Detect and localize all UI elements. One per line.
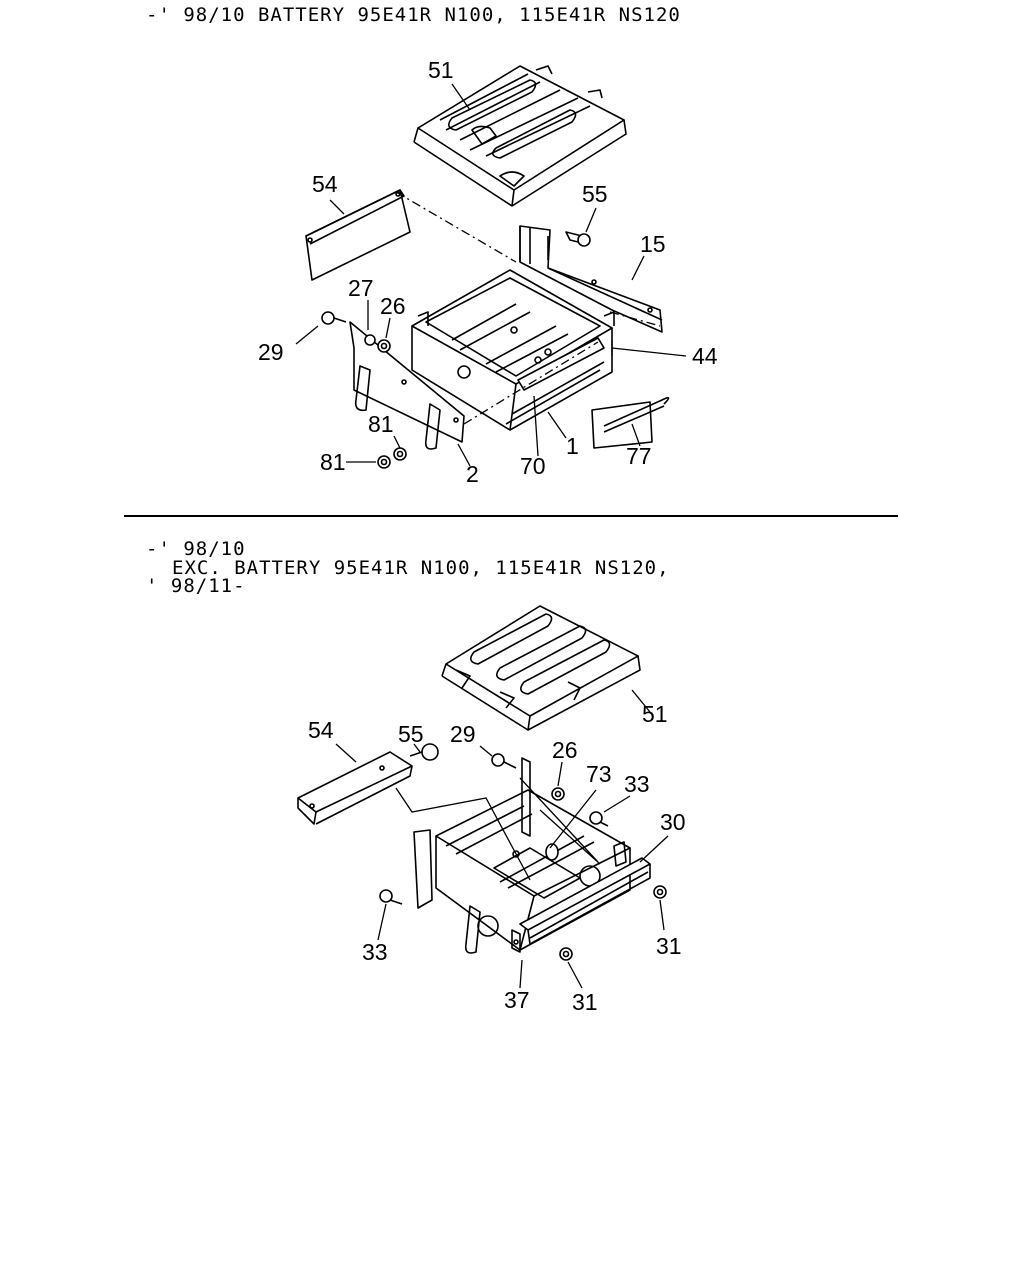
fastener-nut-31a: [653, 885, 667, 899]
bracket-15: [519, 225, 663, 333]
fastener-bolt-55b: [409, 743, 439, 761]
callout-81a-d1: 81: [368, 411, 394, 437]
fastener-nut-31b: [559, 947, 573, 961]
rail-30: [519, 841, 651, 945]
fastener-bolt-33b: [379, 889, 403, 905]
fastener-bolt-33a: [589, 811, 609, 827]
fastener-73: [545, 843, 559, 861]
callout-77-d1: 77: [626, 443, 652, 469]
fastener-bolt-29b: [491, 753, 517, 769]
fastener-nut-26: [377, 339, 391, 353]
callout-81b-d1: 81: [320, 449, 346, 475]
callout-31a-d2: 31: [656, 933, 682, 959]
bracket-2: [349, 321, 465, 450]
callout-1-d1: 1: [566, 433, 579, 459]
diagram1-header: -' 98/10 BATTERY 95E41R N100, 115E41R NS…: [146, 4, 681, 26]
battery-cover-2: [441, 605, 641, 731]
fastener-27: [364, 334, 376, 346]
diagram2-header-line3: ' 98/11-: [146, 575, 246, 597]
callout-44-d1: 44: [692, 343, 718, 369]
hook-bolt-77: [591, 396, 670, 449]
fastener-bolt-55: [565, 231, 591, 247]
battery-cover-1: [413, 65, 627, 207]
callout-2-d1: 2: [466, 461, 479, 487]
callout-55-d1: 55: [582, 181, 608, 207]
diagram2-header-line1: -' 98/10: [146, 538, 246, 560]
fastener-bolt-29: [321, 311, 347, 325]
callout-26-d2: 26: [552, 737, 578, 763]
cover-plate-54b: [297, 751, 413, 825]
callout-51-d2: 51: [642, 701, 668, 727]
callout-33a-d2: 33: [624, 771, 650, 797]
callout-15-d1: 15: [640, 231, 666, 257]
callout-73-d2: 73: [586, 761, 612, 787]
callout-33b-d2: 33: [362, 939, 388, 965]
diagram2-header-line2: EXC. BATTERY 95E41R N100, 115E41R NS120,: [172, 557, 670, 579]
callout-37-d2: 37: [504, 987, 530, 1013]
callout-27-d1: 27: [348, 275, 374, 301]
callout-51-d1: 51: [428, 57, 454, 83]
cover-plate-54: [305, 189, 411, 281]
diagram2-drawing: [297, 605, 669, 989]
callout-70-d1: 70: [520, 453, 546, 479]
fastener-nut-81b: [377, 455, 391, 469]
callout-29-d2: 29: [450, 721, 476, 747]
callout-30-d2: 30: [660, 809, 686, 835]
callout-26-d1: 26: [380, 293, 406, 319]
callout-31b-d2: 31: [572, 989, 598, 1015]
callout-54-d2: 54: [308, 717, 334, 743]
callout-55-d2: 55: [398, 721, 424, 747]
battery-tray-37: [413, 757, 631, 954]
fastener-nut-81a: [393, 447, 407, 461]
battery-tray-1: [411, 269, 615, 431]
diagram1-drawing: [295, 65, 687, 469]
callout-54-d1: 54: [312, 171, 338, 197]
section-divider: [124, 515, 898, 517]
callout-29-d1: 29: [258, 339, 284, 365]
fastener-nut-26b: [551, 787, 565, 801]
